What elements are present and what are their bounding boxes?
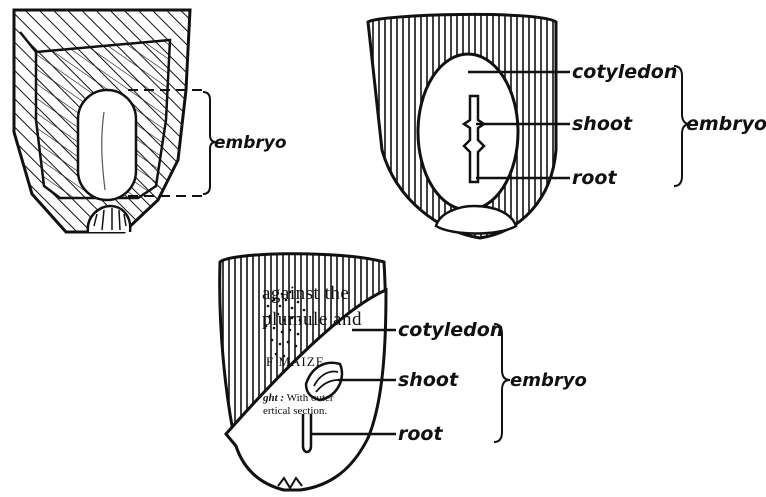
bottom-embryo-label: embryo [510, 370, 587, 391]
right-seed-cotyledon [418, 54, 518, 210]
bottom-shoot-label: shoot [398, 369, 459, 391]
left-seed-embryo [78, 90, 136, 200]
body-text-line-1: against the [262, 283, 349, 305]
right-shoot-label: shoot [572, 113, 633, 135]
left-seed-diagram: embryo [14, 10, 287, 232]
caption-line-1-emphasis: ght : [263, 392, 284, 404]
bottom-root-label: root [398, 423, 443, 445]
caption-title: F MAIZE [266, 354, 325, 370]
body-text-line-2: plumule and [262, 309, 362, 331]
left-embryo-label: embryo [214, 133, 287, 153]
right-embryo-label: embryo [686, 113, 766, 135]
right-cotyledon-label: cotyledon [572, 61, 677, 83]
caption-line-1: ght : With outer [263, 392, 334, 404]
caption-line-1-rest: With outer [284, 392, 333, 404]
bottom-brace [494, 324, 510, 442]
right-seed-diagram: cotyledon shoot root embryo [368, 14, 766, 238]
right-root-label: root [572, 167, 617, 189]
bottom-cotyledon-label: cotyledon [398, 319, 503, 341]
caption-line-2: ertical section. [263, 405, 327, 417]
